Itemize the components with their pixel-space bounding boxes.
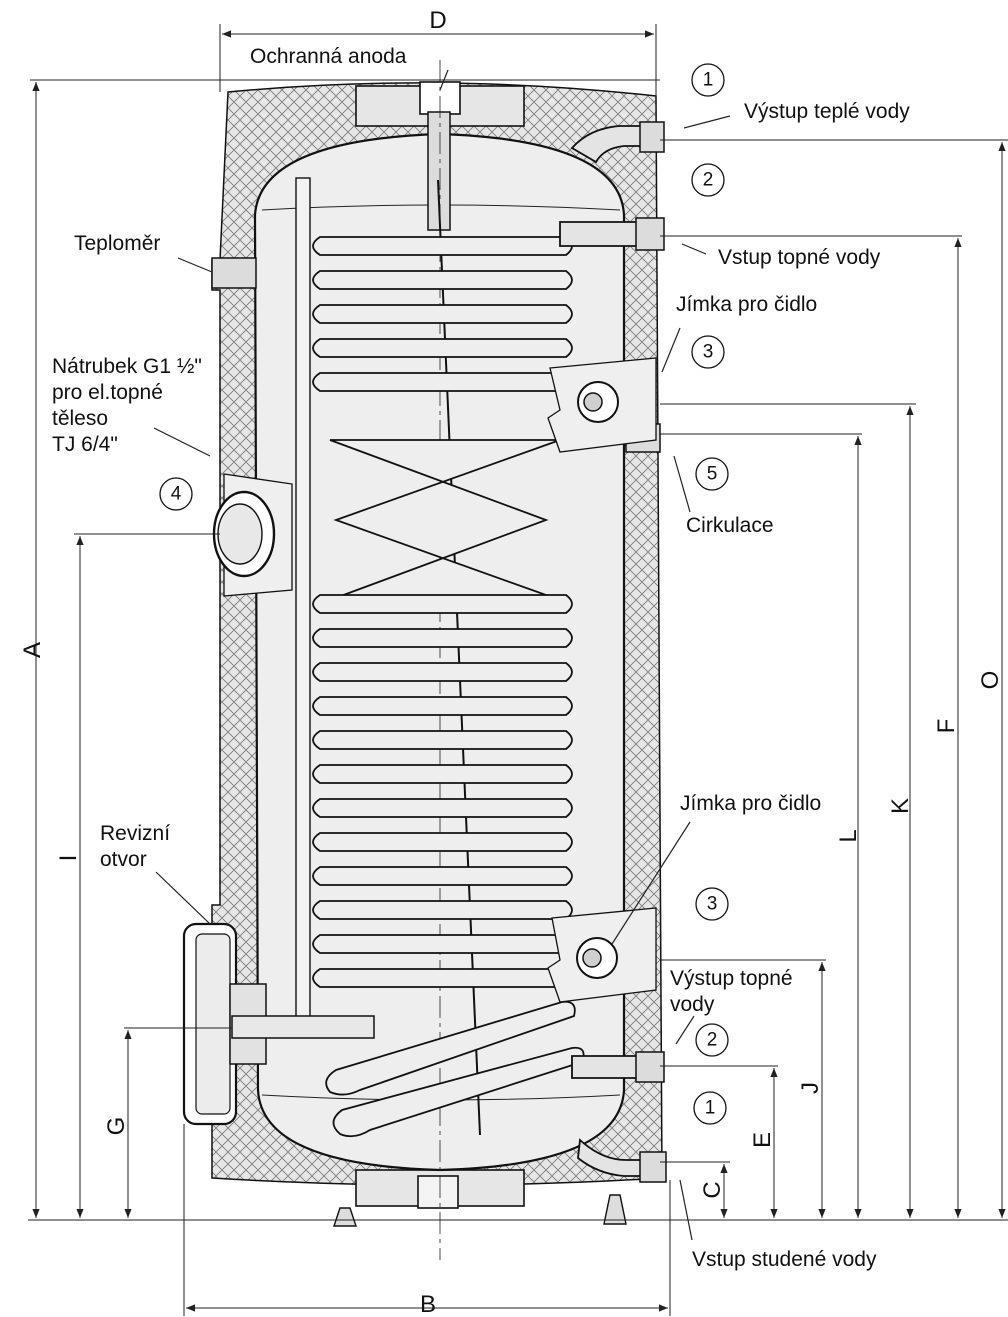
- label-thermometer: Teploměr: [74, 232, 160, 255]
- label-revision-line2: otvor: [100, 848, 147, 871]
- coil-turn: [312, 696, 573, 716]
- label-sensor-lower: Jímka pro čidlo: [680, 792, 821, 815]
- label-socket-line2: pro el.topné: [52, 381, 163, 404]
- dimension-letters: D B A I G C E J L K F O: [19, 7, 1004, 1317]
- dim-I: I: [55, 855, 82, 862]
- callout-sensor-lower: 3: [707, 894, 718, 915]
- dim-C: C: [699, 1181, 726, 1198]
- coil-turn: [312, 662, 573, 682]
- label-heat-out-line1: Výstup topné: [670, 967, 793, 990]
- label-socket-line4: TJ 6/4": [52, 433, 118, 456]
- label-socket-line1: Nátrubek G1 ½": [52, 355, 202, 378]
- label-hot-out: Výstup teplé vody: [744, 100, 910, 123]
- coil-turn: [312, 866, 573, 886]
- dim-E: E: [749, 1132, 776, 1148]
- label-anode: Ochranná anoda: [250, 45, 407, 68]
- dim-D: D: [429, 7, 446, 34]
- coil-turn: [312, 968, 573, 988]
- callout-heat-out: 2: [707, 1030, 718, 1051]
- dim-B: B: [420, 1291, 436, 1317]
- callout-heat-in: 2: [703, 170, 714, 191]
- label-circulation: Cirkulace: [686, 514, 774, 537]
- callouts: 1 2 3 4 5 3 2 1: [159, 63, 729, 1125]
- coil-turn: [312, 798, 573, 818]
- label-heat-in: Vstup topné vody: [718, 246, 881, 269]
- label-heat-out-line2: vody: [670, 993, 715, 1016]
- coil-turn: [312, 934, 573, 954]
- dim-K: K: [887, 798, 914, 814]
- coil-turn: [312, 594, 573, 614]
- coil-turn: [312, 338, 573, 358]
- dim-F: F: [933, 719, 960, 734]
- pipe-connections: [182, 121, 667, 1183]
- callout-socket: 4: [171, 484, 182, 505]
- coil-turn: [312, 730, 573, 750]
- label-revision-line1: Revizní: [100, 822, 170, 845]
- dimension-lines: [28, 24, 1008, 1316]
- callout-cold-in: 1: [705, 1098, 716, 1119]
- label-socket-line3: těleso: [52, 407, 108, 430]
- coil-turn: [312, 236, 573, 256]
- callout-hot-out: 1: [703, 70, 714, 91]
- text-labels: Ochranná anoda Výstup teplé vody Vstup t…: [52, 45, 910, 1271]
- coil-turn: [312, 304, 573, 324]
- label-sensor-upper: Jímka pro čidlo: [676, 293, 817, 316]
- dim-G: G: [103, 1117, 130, 1136]
- coil-turn: [312, 628, 573, 648]
- coil-turn: [312, 372, 573, 392]
- label-cold-in: Vstup studené vody: [692, 1248, 877, 1271]
- dim-O: O: [977, 671, 1004, 690]
- callout-circulation: 5: [707, 464, 718, 485]
- dim-A: A: [19, 642, 46, 658]
- callout-sensor-upper: 3: [703, 342, 714, 363]
- leader-lines: [153, 69, 731, 1241]
- coil-turn: [332, 1046, 585, 1138]
- coil-turn: [312, 832, 573, 852]
- dim-J: J: [797, 1082, 824, 1094]
- coil-turn: [312, 764, 573, 784]
- coil-turn: [312, 270, 573, 290]
- dim-L: L: [835, 829, 862, 842]
- coil-turn: [312, 900, 573, 920]
- coil-turn: [325, 1000, 576, 1096]
